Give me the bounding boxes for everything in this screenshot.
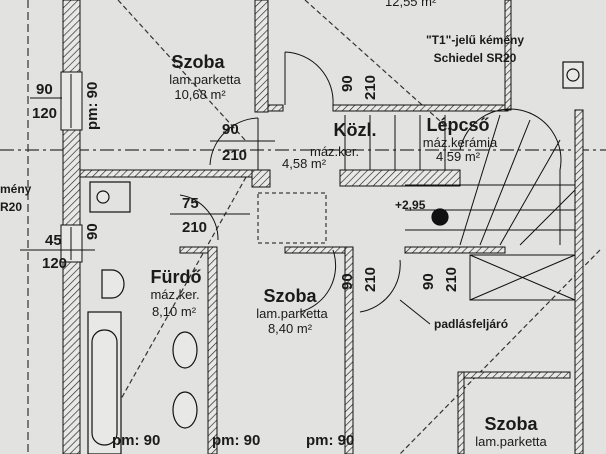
- room-name-szoba-top: Szoba: [171, 52, 225, 72]
- chimney-left-label-line2: R20: [0, 200, 22, 214]
- room-floor-lepcso: máz.kerámia: [423, 135, 498, 150]
- room-floor-szoba-top: lam.parketta: [169, 72, 241, 87]
- window2-width: 45: [45, 232, 62, 249]
- door-kozl-height: 210: [222, 147, 247, 164]
- window-bottom-pm-3: pm: 90: [306, 432, 354, 449]
- room-floor-kozl: máz.ker.: [310, 144, 359, 159]
- chimney-label-line2: Schiedel SR20: [434, 51, 517, 65]
- bathroom-fixtures: [87, 61, 584, 454]
- door-mid2-width: 90: [420, 273, 437, 290]
- door-75-height: 210: [182, 219, 207, 236]
- room-area-szoba-mid: 8,40 m²: [268, 321, 313, 336]
- windows: [60, 71, 83, 263]
- door-kozl-width: 90: [222, 121, 239, 138]
- room-area-lepcso: 4,59 m²: [436, 149, 481, 164]
- window-bottom-pm-1: pm: 90: [112, 432, 160, 449]
- walls: [62, 0, 584, 454]
- window-bottom-pm-2: pm: 90: [212, 432, 260, 449]
- room-name-szoba-br: Szoba: [484, 414, 538, 434]
- door-top-height: 210: [362, 75, 379, 100]
- staircase: [257, 108, 576, 301]
- chimney-left-label-line1: mény: [0, 182, 32, 196]
- window1-width: 90: [36, 81, 53, 98]
- room-area-top-right: 12,55 m²: [385, 0, 437, 9]
- room-name-szoba-mid: Szoba: [263, 286, 317, 306]
- chimney-label-line1: "T1"-jelű kémény: [426, 33, 524, 47]
- level-mark: +2,95: [395, 198, 426, 212]
- room-name-kozl: Közl.: [334, 120, 377, 140]
- attic-leader-line: [399, 299, 431, 325]
- room-area-kozl: 4,58 m²: [282, 156, 327, 171]
- door-top-width: 90: [339, 75, 356, 92]
- window1-pm: pm: 90: [84, 82, 101, 130]
- door-75-width: 75: [182, 195, 199, 212]
- window1-height: 120: [32, 105, 57, 122]
- door-swings: [179, 51, 401, 313]
- door-mid2-height: 210: [443, 267, 460, 292]
- room-area-szoba-top: 10,68 m²: [174, 87, 226, 102]
- room-floor-szoba-br: lam.parketta: [475, 434, 547, 449]
- room-floor-furdo: máz.ker.: [150, 287, 199, 302]
- room-area-furdo: 8,10 m²: [152, 304, 197, 319]
- door-mid1-height: 210: [362, 267, 379, 292]
- dimensions: 90 120 pm: 90 90 210 90 210 75 210 45 12…: [20, 75, 460, 449]
- door-mid1-width: 90: [339, 273, 356, 290]
- room-name-lepcso: Lépcső: [426, 115, 489, 135]
- room-floor-szoba-mid: lam.parketta: [256, 306, 328, 321]
- window2-height: 120: [42, 255, 67, 272]
- window2-pm: 90: [84, 223, 101, 240]
- room-name-furdo: Fürdő: [151, 267, 202, 287]
- attic-access-label: padlásfeljáró: [434, 317, 508, 331]
